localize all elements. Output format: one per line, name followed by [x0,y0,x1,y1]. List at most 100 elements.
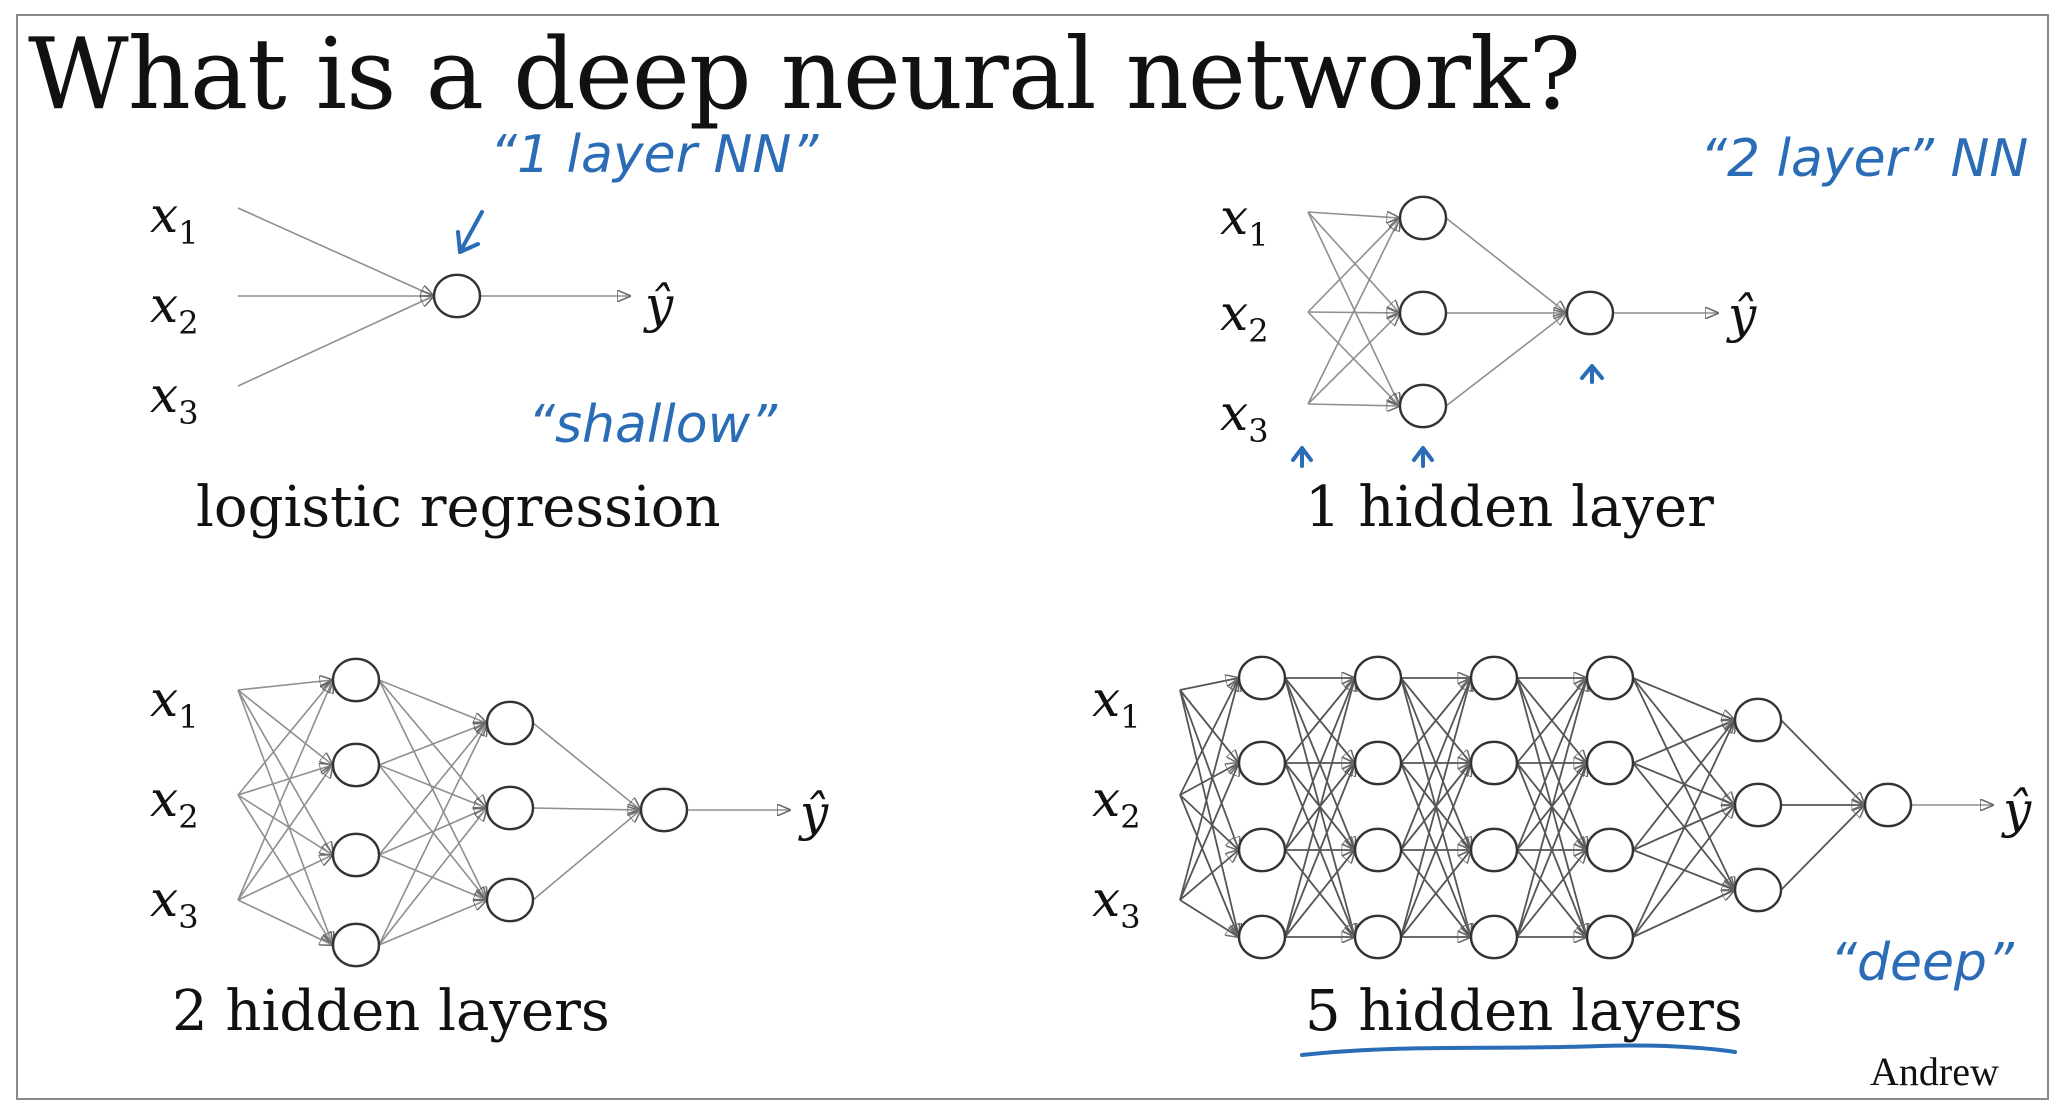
connection-edge [237,296,434,387]
connection-edge [1179,678,1239,691]
connection-edge [378,900,487,946]
input-subscript: 3 [178,898,198,936]
connection-edge [1179,689,1239,937]
connection-edge [237,855,333,901]
output-label-yhat: ŷ [643,276,674,334]
connection-edge [532,808,641,810]
connection-edge [237,207,434,296]
connection-edge [237,680,333,691]
hidden-neuron [1733,782,1783,828]
hidden-neuron [485,877,535,923]
connection-edge [378,723,487,856]
connection-edge [237,765,333,901]
caption-logistic-regression: logistic regression [196,475,721,540]
connection-edge [378,723,487,946]
hidden-neuron [1585,655,1635,701]
hidden-neuron [485,785,535,831]
connection-edge [1516,678,1587,764]
input-subscript: 2 [178,798,198,836]
annotation-one-layer-nn: “1 layer NN” [490,125,819,185]
hidden-neuron [1733,867,1783,913]
input-subscript: 1 [178,214,198,252]
hidden-neuron [1398,290,1448,336]
input-subscript: 2 [1248,312,1268,350]
hidden-neuron [1237,655,1287,701]
input-label-x1: x1 [150,670,199,736]
connection-edge [1179,794,1239,850]
connection-edge [237,680,333,796]
input-label-x1: x1 [1220,188,1269,254]
connection-edge [1780,719,1865,805]
caption-five-hidden-layers: 5 hidden layers [1305,979,1743,1044]
slide-border [16,14,2049,1100]
connection-edge [1632,720,1735,851]
connection-edge [1632,890,1735,938]
connection-edge [1179,794,1239,937]
connection-edge [1179,850,1239,901]
hidden-neuron [1237,740,1287,786]
hidden-neuron [1469,827,1519,873]
output-neuron [639,787,689,833]
input-subscript: 3 [1248,412,1268,450]
hidden-neuron [1469,914,1519,960]
caption-two-hidden-layers: 2 hidden layers [172,979,610,1044]
connection-edge [1179,678,1239,796]
annotation-two-layer-nn: “2 layer” NN [1700,129,2028,189]
hidden-neuron [1353,827,1403,873]
hidden-neuron [485,700,535,746]
hidden-neuron [1237,827,1287,873]
hidden-neuron [1585,740,1635,786]
input-label-x3: x3 [150,366,199,432]
output-label-yhat: ŷ [798,784,829,842]
caption-one-hidden-layer: 1 hidden layer [1305,475,1714,540]
connection-edge [1516,850,1587,938]
two-hidden-layers-diagram: x1 x2 x3 ŷ [150,657,829,968]
connection-edge [1632,805,1735,938]
connection-edge [1632,720,1735,764]
connection-edge [1445,313,1567,407]
connection-edge [1179,689,1239,850]
connection-edge [1516,763,1587,938]
connection-edge [1400,678,1471,764]
hidden-neuron [1585,827,1635,873]
connection-edge [378,808,487,856]
connection-edge [1516,678,1587,851]
connection-edge [1179,678,1239,901]
connection-edge [237,794,333,945]
annotation-deep: “deep” [1830,933,2015,993]
connection-edge [1400,850,1471,938]
input-subscript: 1 [178,698,198,736]
connection-edge [1179,689,1239,763]
input-label-x2: x2 [1092,770,1141,836]
pen-underline-five-hidden-layers [1300,1043,1737,1057]
input-subscript: 1 [1120,698,1140,736]
hidden-neuron [331,742,381,788]
input-label-x2: x2 [150,770,199,836]
connection-edge [1284,678,1355,851]
connection-edge [1400,763,1471,938]
hidden-neuron [331,657,381,703]
connection-edge [1400,678,1471,851]
input-subscript: 2 [178,304,198,342]
hidden-neuron [1733,697,1783,743]
hidden-neuron [1353,655,1403,701]
connection-edge [378,764,487,808]
hidden-neuron [1237,914,1287,960]
input-label-x3: x3 [150,870,199,936]
connection-edge [1307,313,1400,405]
input-label-x2: x2 [1220,284,1269,350]
connection-edge [1284,763,1355,938]
output-neuron [432,273,482,319]
input-subscript: 1 [1248,216,1268,254]
connection-edge [1179,763,1239,901]
connection-edge [1445,217,1567,313]
connection-edge [237,765,333,796]
connection-edge [1284,678,1355,764]
connection-edge [1307,211,1400,313]
hidden-neuron [1398,383,1448,429]
connection-edge [1307,218,1400,405]
hidden-neuron [1585,914,1635,960]
